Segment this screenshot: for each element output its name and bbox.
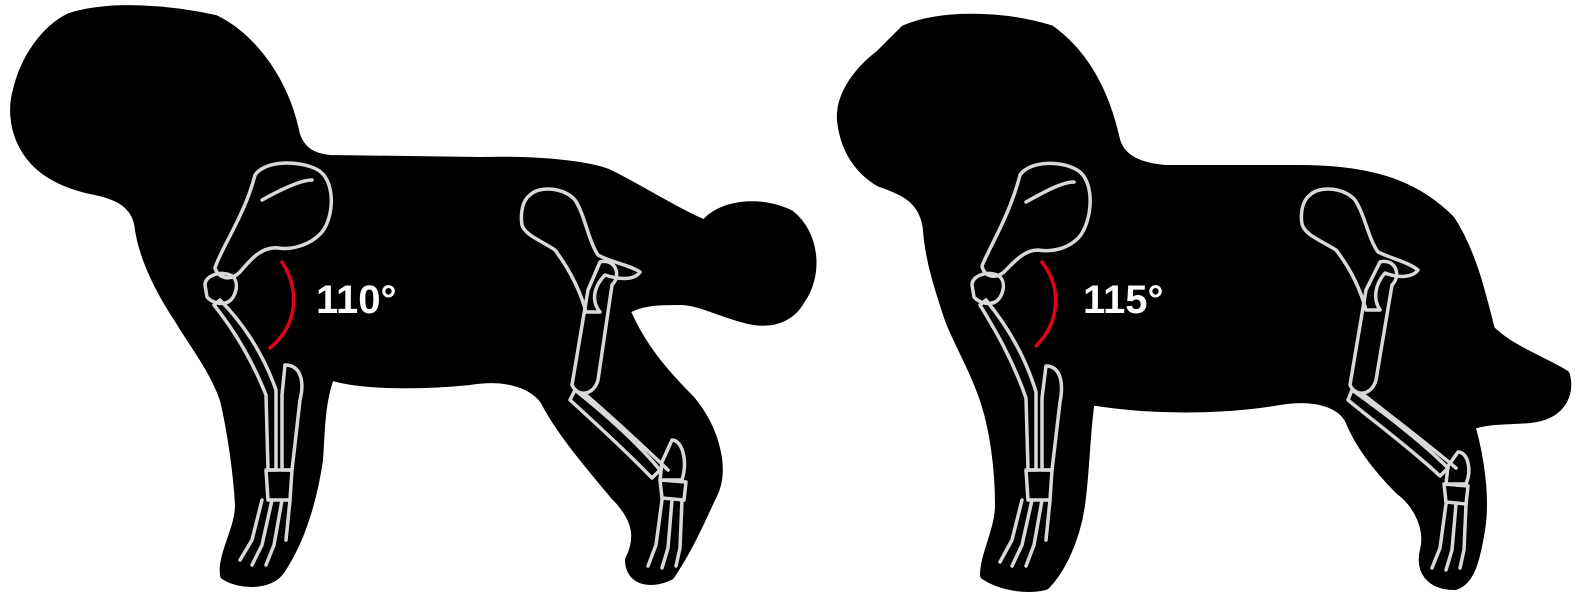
angle-label-right: 115° xyxy=(1083,278,1164,322)
angle-label-left: 110° xyxy=(316,278,397,322)
dog-silhouette-left xyxy=(15,10,811,582)
dog-figure-right: 115° xyxy=(842,19,1566,587)
dog-figure-left: 110° xyxy=(15,10,811,582)
